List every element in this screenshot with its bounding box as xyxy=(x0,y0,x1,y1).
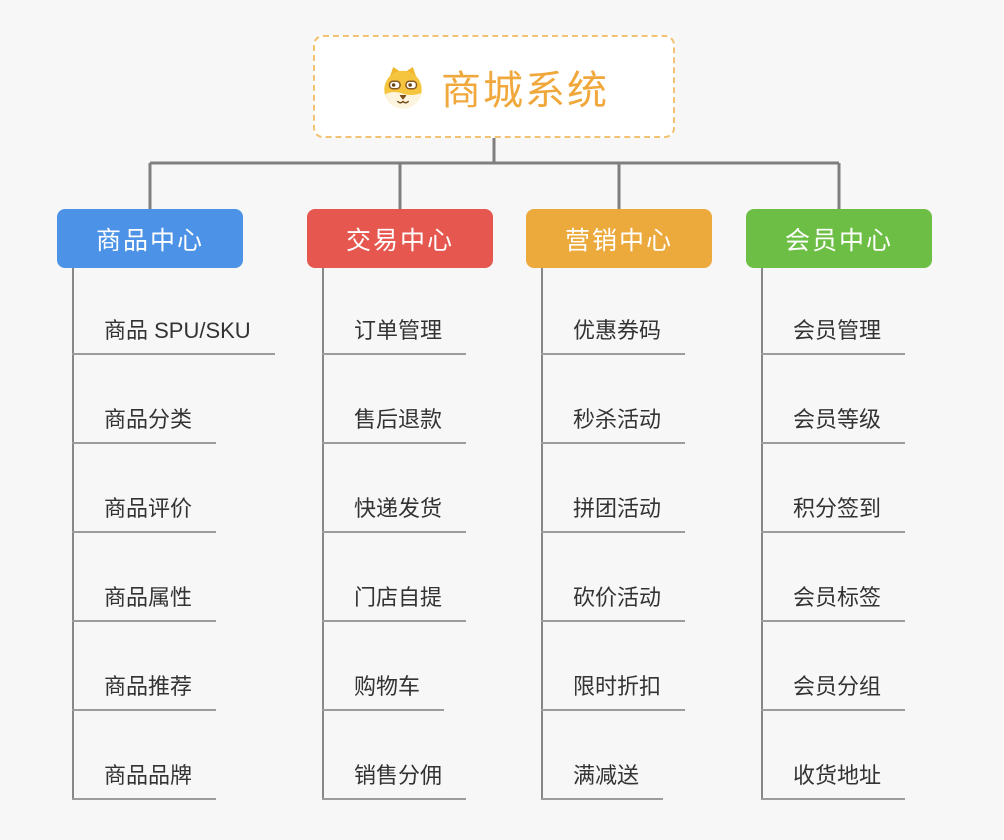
branch-header-member-center[interactable]: 会员中心 xyxy=(746,209,932,268)
leaf-node[interactable]: 购物车 xyxy=(322,669,445,711)
shiba-dog-icon xyxy=(384,67,422,109)
leaf-node[interactable]: 门店自提 xyxy=(322,580,467,622)
tree-connector-lines xyxy=(148,138,841,209)
leaf-node[interactable]: 限时折扣 xyxy=(541,669,686,711)
branch-connector-line xyxy=(761,268,763,800)
leaf-node[interactable]: 订单管理 xyxy=(322,313,467,355)
branch-connector-line xyxy=(72,268,74,800)
branch-children-product-center: 商品 SPU/SKU 商品分类 商品评价 商品属性 商品推荐 商品品牌 xyxy=(57,268,275,804)
leaf-node[interactable]: 会员标签 xyxy=(761,580,906,622)
leaf-node[interactable]: 拼团活动 xyxy=(541,491,686,533)
root-node[interactable]: 商城系统 xyxy=(313,35,675,138)
leaf-node[interactable]: 会员等级 xyxy=(761,402,906,444)
branch-connector-line xyxy=(322,268,324,800)
leaf-node[interactable]: 满减送 xyxy=(541,758,664,800)
branch-member-center: 会员中心 会员管理 会员等级 积分签到 会员标签 会员分组 收货地址 xyxy=(746,209,932,804)
leaf-node[interactable]: 商品品牌 xyxy=(72,758,217,800)
root-title: 商城系统 xyxy=(441,68,609,113)
branch-product-center: 商品中心 商品 SPU/SKU 商品分类 商品评价 商品属性 商品推荐 商品品牌 xyxy=(57,209,275,804)
leaf-node[interactable]: 砍价活动 xyxy=(541,580,686,622)
leaf-node[interactable]: 优惠券码 xyxy=(541,313,686,355)
leaf-node[interactable]: 商品评价 xyxy=(72,491,217,533)
leaf-node[interactable]: 商品分类 xyxy=(72,402,217,444)
leaf-node[interactable]: 积分签到 xyxy=(761,491,906,533)
branch-children-member-center: 会员管理 会员等级 积分签到 会员标签 会员分组 收货地址 xyxy=(746,268,932,804)
leaf-node[interactable]: 商品推荐 xyxy=(72,669,217,711)
leaf-node[interactable]: 会员分组 xyxy=(761,669,906,711)
branch-children-trade-center: 订单管理 售后退款 快递发货 门店自提 购物车 销售分佣 xyxy=(307,268,493,804)
leaf-node[interactable]: 销售分佣 xyxy=(322,758,467,800)
branch-children-marketing-center: 优惠券码 秒杀活动 拼团活动 砍价活动 限时折扣 满减送 xyxy=(526,268,712,804)
branch-marketing-center: 营销中心 优惠券码 秒杀活动 拼团活动 砍价活动 限时折扣 满减送 xyxy=(526,209,712,804)
branch-header-trade-center[interactable]: 交易中心 xyxy=(307,209,493,268)
leaf-node[interactable]: 秒杀活动 xyxy=(541,402,686,444)
branch-header-product-center[interactable]: 商品中心 xyxy=(57,209,243,268)
leaf-node[interactable]: 快递发货 xyxy=(322,491,467,533)
leaf-node[interactable]: 售后退款 xyxy=(322,402,467,444)
leaf-node[interactable]: 收货地址 xyxy=(761,758,906,800)
branch-header-marketing-center[interactable]: 营销中心 xyxy=(526,209,712,268)
leaf-node[interactable]: 商品 SPU/SKU xyxy=(72,313,275,355)
leaf-node[interactable]: 商品属性 xyxy=(72,580,217,622)
branch-trade-center: 交易中心 订单管理 售后退款 快递发货 门店自提 购物车 销售分佣 xyxy=(307,209,493,804)
leaf-node[interactable]: 会员管理 xyxy=(761,313,906,355)
branch-connector-line xyxy=(541,268,543,800)
